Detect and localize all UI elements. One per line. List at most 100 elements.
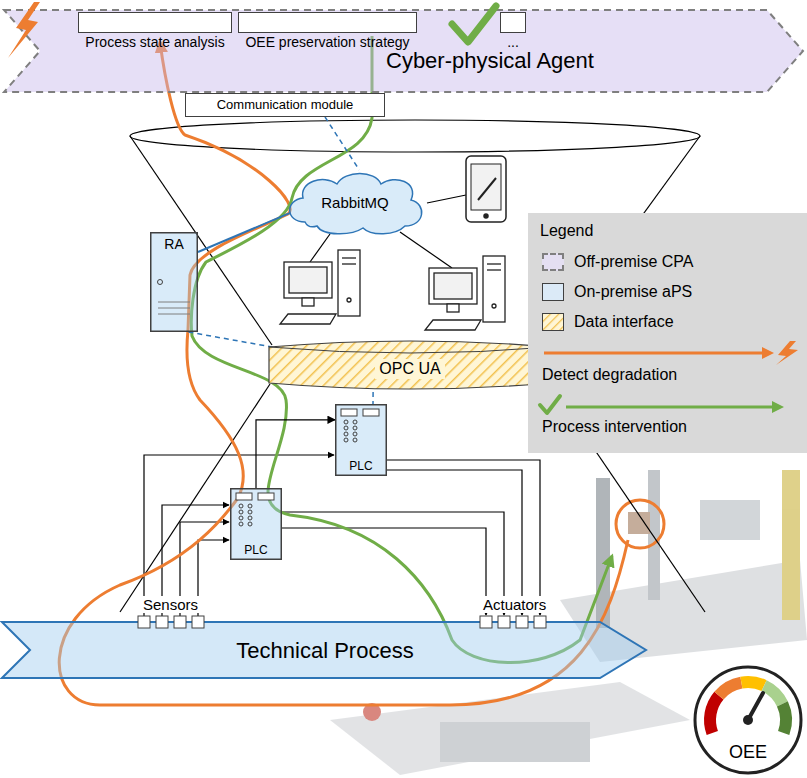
computer-icon bbox=[289, 267, 327, 293]
connector bbox=[256, 420, 335, 488]
broker-cloud: RabbitMQ bbox=[283, 170, 427, 236]
machine-photo bbox=[648, 470, 660, 600]
oee-gauge: OEE bbox=[692, 664, 804, 776]
computer-icon bbox=[487, 269, 501, 270]
computer-icon bbox=[280, 250, 360, 324]
gauge-arc bbox=[719, 683, 742, 696]
flow-sample-head bbox=[772, 401, 784, 413]
signal-wire bbox=[144, 455, 334, 616]
legend-entry: Data interface bbox=[574, 312, 674, 331]
lightning-symbol bbox=[776, 341, 798, 365]
function-box: Process state analysis bbox=[78, 12, 232, 33]
tablet-icon bbox=[484, 214, 488, 218]
node-text: PLC bbox=[349, 459, 372, 473]
legend-line-sample bbox=[538, 393, 800, 417]
node-text: Communication module bbox=[217, 97, 354, 113]
network-line bbox=[427, 195, 466, 203]
legend-hatch-sample bbox=[542, 313, 564, 331]
computer-icon bbox=[284, 262, 332, 298]
node-text: RabbitMQ bbox=[321, 194, 389, 212]
plc-box: PLC bbox=[335, 404, 387, 476]
plc-led bbox=[248, 516, 252, 520]
node-text: Process state analysis bbox=[85, 34, 224, 51]
computer-icon bbox=[434, 273, 472, 299]
legend-line-sample bbox=[538, 341, 800, 365]
server-slot bbox=[158, 302, 190, 303]
band-outline bbox=[269, 341, 551, 389]
plc-led bbox=[353, 438, 357, 442]
check-symbol bbox=[452, 6, 496, 42]
node-text: OEE preservation strategy bbox=[245, 34, 409, 51]
plc-led bbox=[353, 420, 357, 424]
gauge-hub bbox=[743, 715, 753, 725]
plc-box: PLC bbox=[230, 488, 282, 560]
process-arrow: Technical Process bbox=[0, 600, 650, 680]
plc-led bbox=[344, 432, 348, 436]
signal-wire bbox=[387, 460, 540, 615]
process-arrow-outline bbox=[2, 622, 646, 678]
hatch-swatch bbox=[543, 314, 564, 331]
plc-led bbox=[248, 522, 252, 526]
plc-led bbox=[353, 432, 357, 436]
sensor-symbol bbox=[192, 616, 204, 628]
interface-band: OPC UA bbox=[268, 338, 552, 392]
plc-display bbox=[363, 409, 379, 416]
plc-display bbox=[258, 493, 274, 500]
flow-sample-line bbox=[566, 406, 772, 409]
cloud-outline bbox=[290, 174, 422, 234]
gauge-arc bbox=[710, 696, 719, 733]
legend-text: Detect degradation bbox=[542, 366, 677, 383]
server-slot bbox=[158, 314, 190, 315]
tablet-icon bbox=[471, 164, 501, 210]
label-holder: Sensors bbox=[141, 596, 200, 614]
band-rim bbox=[269, 347, 551, 353]
server-outline bbox=[151, 233, 198, 332]
plc-led bbox=[353, 426, 357, 430]
function-box: ... bbox=[500, 12, 526, 33]
plc-outline bbox=[231, 489, 282, 560]
legend-entry: Process intervention bbox=[542, 417, 687, 436]
plc-led bbox=[248, 504, 252, 508]
legend-text: Process intervention bbox=[542, 418, 687, 435]
computer-icon bbox=[342, 263, 356, 264]
part-label: Actuators bbox=[481, 596, 548, 613]
tablet-icon bbox=[478, 178, 496, 200]
node-text: ... bbox=[507, 34, 519, 51]
plc-led bbox=[239, 504, 243, 508]
module-box: Communication module bbox=[185, 93, 385, 117]
label-holder: Legend bbox=[540, 221, 593, 240]
plc-led bbox=[239, 510, 243, 514]
plc-display bbox=[236, 493, 252, 500]
gauge-arc bbox=[741, 682, 764, 686]
sensor-symbol bbox=[174, 616, 186, 628]
connector bbox=[325, 117, 359, 170]
legend-swatch bbox=[542, 283, 564, 301]
gauge-outline bbox=[695, 667, 801, 773]
agent-arrow: Cyber-physical AgentProcess state analys… bbox=[0, 8, 807, 94]
node-text: OPC UA bbox=[375, 359, 444, 378]
lightning-symbol bbox=[8, 2, 40, 58]
legend-text: Data interface bbox=[574, 313, 674, 330]
legend-entry: Detect degradation bbox=[542, 365, 677, 384]
label-holder: Actuators bbox=[481, 596, 548, 614]
function-box: OEE preservation strategy bbox=[238, 12, 417, 33]
sensor-symbol bbox=[156, 616, 168, 628]
plc-led bbox=[239, 522, 243, 526]
plc-led bbox=[248, 510, 252, 514]
hourglass-outline bbox=[120, 120, 705, 612]
part-label: Sensors bbox=[141, 596, 200, 613]
plc-led bbox=[344, 438, 348, 442]
computer-icon bbox=[447, 304, 459, 312]
server-box: RA bbox=[150, 232, 198, 332]
legend-swatch bbox=[542, 253, 564, 271]
computer-icon bbox=[492, 304, 496, 308]
connector bbox=[188, 332, 282, 349]
legend-entry: Off-premise CPA bbox=[574, 252, 693, 271]
gauge-arc bbox=[764, 686, 782, 704]
server-led bbox=[158, 280, 163, 285]
agent-arrow-outline bbox=[4, 10, 803, 92]
computer-icon bbox=[483, 256, 505, 322]
actuator-symbol bbox=[516, 616, 528, 628]
plc-led bbox=[239, 516, 243, 520]
network-line bbox=[310, 234, 330, 262]
